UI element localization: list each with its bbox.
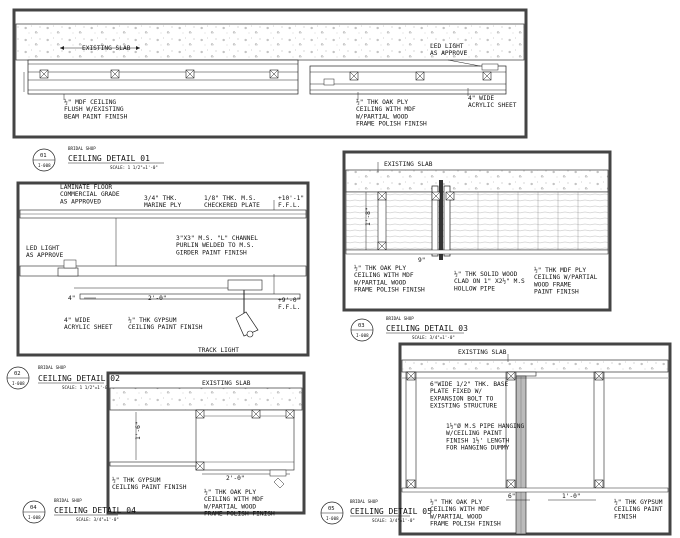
d02-track-light-label: TRACK LIGHT xyxy=(198,347,239,354)
d02-ffl-bottom-label: +9'-0"F.F.L. xyxy=(278,297,300,311)
d03-sheet: I-008 xyxy=(356,333,369,338)
d05-title: CEILING DETAIL 05 xyxy=(350,507,432,516)
d01-scale: SCALE: 1 1/2"=1'-0" xyxy=(110,165,158,170)
d04-title: CEILING DETAIL 04 xyxy=(54,506,136,515)
d05-sheet: I-008 xyxy=(326,516,339,521)
detail-04-frame xyxy=(106,371,306,515)
d03-scale: SCALE: 3/4"=1'-0" xyxy=(412,335,455,340)
d04-sheet: I-008 xyxy=(28,515,41,520)
detail-04-title-block: 04 I-008 BRIDAL SHOP CEILING DETAIL 04 S… xyxy=(22,498,136,524)
gypsum-ceiling xyxy=(109,461,197,467)
d02-dim-2-0-label: 2'-0" xyxy=(148,295,167,302)
d02-tag: BRIDAL SHOP xyxy=(38,365,66,370)
d01-tag: BRIDAL SHOP xyxy=(68,146,96,151)
detail-01-title-block: 01 I-008 BRIDAL SHOP CEILING DETAIL 01 S… xyxy=(32,146,164,172)
d03-title: CEILING DETAIL 03 xyxy=(386,324,468,333)
slab xyxy=(401,359,669,373)
detail-02-frame xyxy=(16,181,310,357)
d02-checkered-plate-label: 1/8" THK. M.S.CHECKERED PLATE xyxy=(204,195,260,209)
d02-dim-4-label: 4" xyxy=(68,295,75,302)
track-light xyxy=(227,279,263,338)
d02-scale: SCALE: 1 1/2"=1'-0" xyxy=(62,385,110,390)
d04-dim-1-6-label: 1'-6" xyxy=(135,421,142,440)
d05-number: 05 xyxy=(328,506,335,512)
ceiling-beam-right xyxy=(309,63,507,95)
d01-title: CEILING DETAIL 01 xyxy=(68,154,150,163)
channel-purlin xyxy=(19,265,307,277)
gypsum-ceiling xyxy=(79,293,301,300)
d03-tag: BRIDAL SHOP xyxy=(386,316,414,321)
d04-dim-2-0-label: 2'-0" xyxy=(226,475,245,482)
d05-existing-slab-label: EXISTING SLAB xyxy=(458,349,507,356)
wood-ceiling-panel xyxy=(345,191,609,251)
d03-existing-slab-label: EXISTING SLAB xyxy=(384,161,433,168)
slab xyxy=(345,169,609,193)
d02-sheet: I-008 xyxy=(12,381,25,386)
d04-tag: BRIDAL SHOP xyxy=(54,498,82,503)
d03-number: 03 xyxy=(358,323,365,329)
detail-05-title-block: 05 I-008 BRIDAL SHOP CEILING DETAIL 05 S… xyxy=(320,499,432,525)
d02-number: 02 xyxy=(14,371,21,377)
ceiling-beam-left xyxy=(27,59,299,95)
detail-01-frame xyxy=(12,8,528,139)
d05-tag: BRIDAL SHOP xyxy=(350,499,378,504)
d02-title: CEILING DETAIL 02 xyxy=(38,374,120,383)
slab xyxy=(109,387,303,411)
d04-number: 04 xyxy=(30,505,37,511)
detail-02-title-block: 02 I-008 BRIDAL SHOP CEILING DETAIL 02 S… xyxy=(6,365,120,390)
d03-dim-1-8-label: 1'-8" xyxy=(365,207,372,226)
d05-dim-6-label: 6" xyxy=(508,493,515,500)
d05-dim-1-0-label: 1'-0" xyxy=(562,493,581,500)
wood-battens xyxy=(477,192,579,250)
d05-scale: SCALE: 3/4"=1'-0" xyxy=(372,518,415,523)
d04-scale: SCALE: 3/4"=1'-0" xyxy=(76,517,119,522)
slab xyxy=(15,23,525,61)
detail-03-frame xyxy=(342,150,612,312)
d01-existing-slab-label: EXISTING SLAB xyxy=(82,45,131,52)
d04-existing-slab-label: EXISTING SLAB xyxy=(202,380,251,387)
d03-dim-9-label: 9" xyxy=(418,257,425,264)
d02-marine-ply-label: 3/4" THK.MARINE PLY xyxy=(144,195,182,209)
detail-05-frame xyxy=(398,342,672,536)
detail-03-title-block: 03 I-008 BRIDAL SHOP CEILING DETAIL 03 S… xyxy=(350,316,468,342)
d01-sheet: I-008 xyxy=(38,163,51,168)
oak-ply-frame xyxy=(195,409,295,471)
d01-number: 01 xyxy=(40,153,47,159)
d02-ffl-top-label: +10'-1"F.F.L. xyxy=(278,195,304,209)
